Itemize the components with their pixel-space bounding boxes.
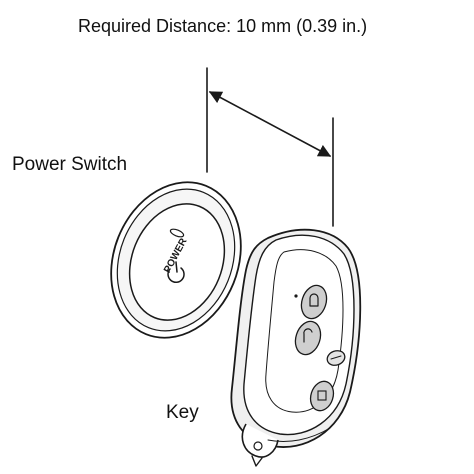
- unlock-icon: [303, 328, 313, 343]
- power-switch: POWER: [110, 181, 242, 339]
- panic-button: [309, 380, 335, 412]
- key-label: Key: [166, 402, 199, 423]
- distance-dimension: [206, 67, 334, 227]
- dimension-arrow: [208, 91, 332, 157]
- key-ring-tab: [241, 423, 279, 458]
- lock-icon: [309, 293, 319, 307]
- lock-button: [300, 284, 328, 320]
- trunk-button: [326, 350, 346, 366]
- panic-icon: [317, 390, 327, 401]
- trunk-icon: [330, 355, 342, 360]
- power-indicator-led: [169, 228, 185, 238]
- indicator-dot: [294, 294, 298, 298]
- distance-label: Required Distance: 10 mm (0.39 in.): [78, 16, 368, 36]
- key-button-panel: [265, 249, 344, 413]
- unlock-button: [294, 320, 322, 356]
- key-ring-end: [251, 455, 263, 467]
- power-symbol-icon: [167, 261, 185, 284]
- smart-key-fob: [230, 228, 362, 467]
- key-ring-hole: [253, 441, 263, 451]
- key-seam-line: [267, 427, 331, 442]
- power-switch-button: [128, 203, 226, 321]
- power-switch-label: Power Switch: [12, 154, 128, 175]
